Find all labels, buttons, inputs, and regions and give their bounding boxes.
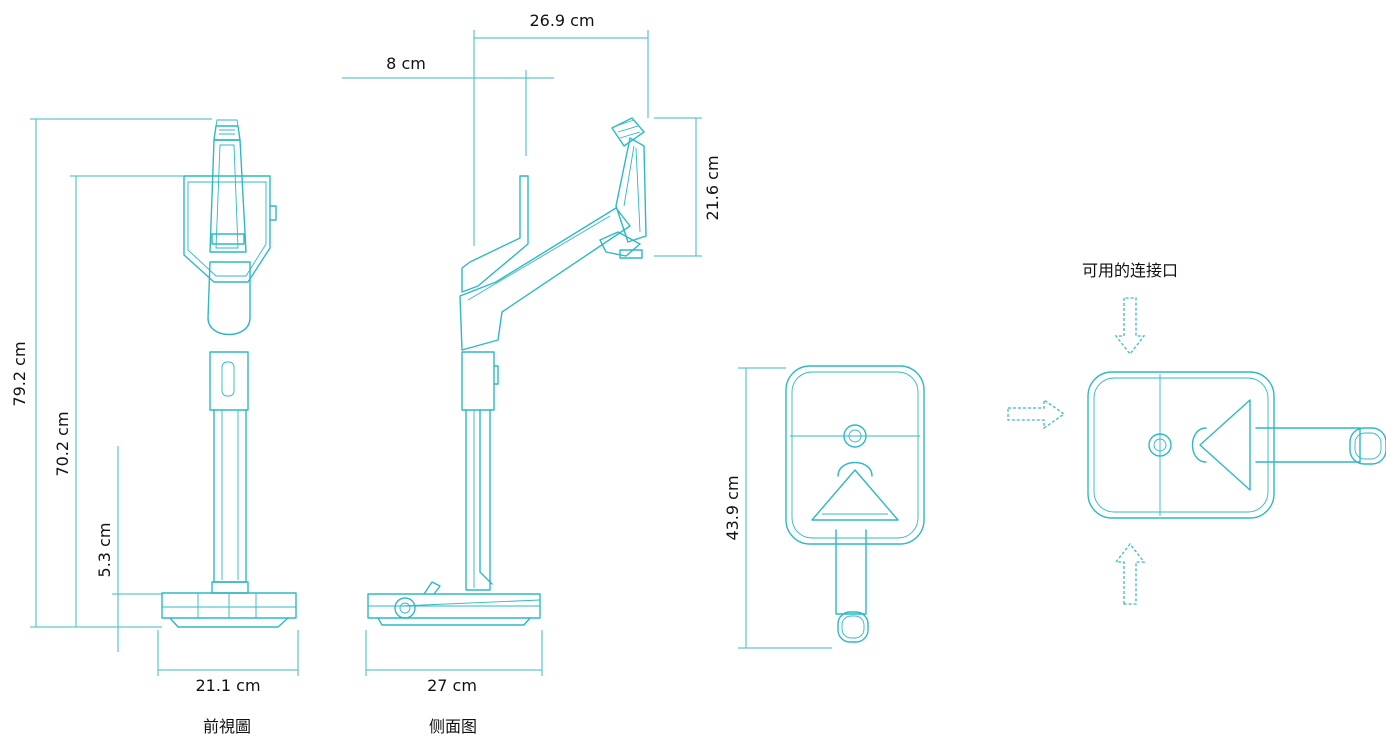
top-view-drawing (785, 365, 925, 643)
port-arrow-top (1114, 297, 1146, 356)
caption-side-view: 侧面图 (429, 717, 477, 736)
port-arrow-bottom (1114, 542, 1146, 605)
label-head-height: 21.6 cm (703, 155, 722, 220)
label-side-depth: 27 cm (427, 676, 477, 695)
front-view-drawing (161, 119, 297, 628)
label-top-depth: 43.9 cm (723, 475, 742, 540)
dim-lines-side (342, 30, 702, 676)
dim-lines-front (30, 118, 299, 676)
caption-front-view: 前視圖 (203, 717, 251, 736)
label-arm-height: 70.2 cm (53, 411, 72, 476)
port-arrow-left (1007, 398, 1066, 430)
label-reach: 26.9 cm (529, 11, 594, 30)
caption-ports: 可用的连接口 (1082, 261, 1178, 280)
side-view-drawing (367, 117, 647, 626)
label-base-height: 5.3 cm (95, 523, 114, 578)
dim-lines-top (738, 367, 832, 649)
label-offset: 8 cm (386, 54, 426, 73)
label-total-height: 79.2 cm (10, 341, 29, 406)
ports-view-drawing (1087, 371, 1386, 519)
label-front-width: 21.1 cm (195, 676, 260, 695)
